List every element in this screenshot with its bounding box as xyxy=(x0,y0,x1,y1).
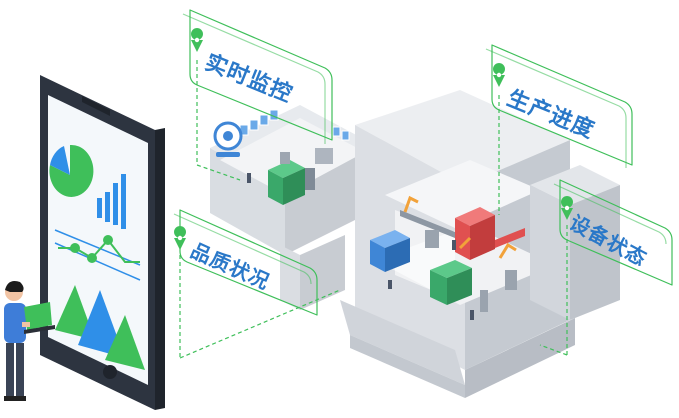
camera-icon xyxy=(213,121,243,157)
home-button-icon xyxy=(103,365,117,379)
line-chart-icon xyxy=(54,229,141,281)
tablet-dashboard xyxy=(40,75,165,410)
machine-blue xyxy=(370,230,410,272)
callout-panel-quality-status xyxy=(179,209,318,316)
machine-green-left xyxy=(268,160,315,205)
bar-chart-icon xyxy=(97,174,126,229)
machine-red xyxy=(455,207,495,260)
machine-gray-top xyxy=(280,148,333,164)
person-icon xyxy=(4,281,55,401)
callout-panel-production-progress xyxy=(491,44,633,166)
robot-arm-icon xyxy=(403,195,517,259)
machine-red-conveyor xyxy=(400,210,525,248)
callout-panel-realtime-monitoring xyxy=(189,9,333,141)
callout-panel-device-status xyxy=(559,179,673,286)
mountain-chart-icon xyxy=(55,285,145,370)
pie-chart-icon xyxy=(49,144,94,197)
worker-figures xyxy=(247,173,474,320)
laptop-icon xyxy=(24,302,55,334)
machine-gray-cabinets xyxy=(425,230,517,312)
machine-green-center xyxy=(430,260,472,305)
